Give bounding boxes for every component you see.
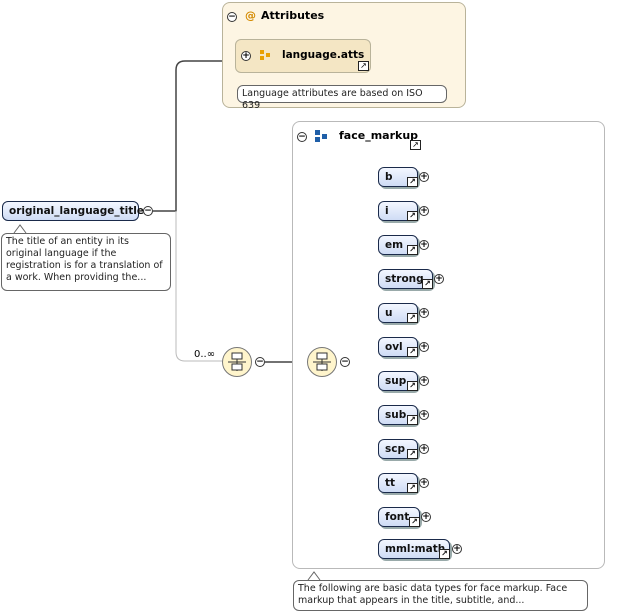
- collapse-icon[interactable]: −: [143, 206, 153, 216]
- expand-icon[interactable]: +: [452, 544, 462, 554]
- child-element-b[interactable]: b↗: [378, 167, 418, 187]
- face-markup-annotation: The following are basic data types for f…: [293, 580, 588, 611]
- collapse-icon[interactable]: −: [297, 132, 307, 142]
- child-element-scp[interactable]: scp↗: [378, 439, 418, 459]
- reference-arrow-icon: ↗: [407, 347, 418, 357]
- sequence-compositor-icon[interactable]: [222, 347, 252, 377]
- expand-icon[interactable]: +: [419, 478, 429, 488]
- child-label: em: [385, 239, 404, 251]
- collapse-icon[interactable]: −: [227, 12, 237, 22]
- reference-arrow-icon: ↗: [407, 211, 418, 221]
- child-element-strong[interactable]: strong↗: [378, 269, 433, 289]
- child-element-mml-math[interactable]: mml:math↗: [378, 539, 450, 559]
- attributes-annotation: Language attributes are based on ISO 639: [237, 85, 447, 111]
- child-label: scp: [385, 443, 405, 455]
- face-markup-title: face_markup: [339, 129, 419, 142]
- child-label: sup: [385, 375, 407, 387]
- reference-arrow-icon: ↗: [407, 381, 418, 391]
- child-label: ovl: [385, 341, 403, 353]
- child-element-sub[interactable]: sub↗: [378, 405, 418, 425]
- child-label: u: [385, 307, 393, 319]
- reference-arrow-icon: ↗: [407, 313, 418, 323]
- root-element[interactable]: original_language_title: [2, 201, 144, 221]
- reference-arrow-icon: ↗: [422, 279, 433, 289]
- expand-icon[interactable]: +: [419, 240, 429, 250]
- collapse-icon[interactable]: −: [340, 357, 350, 367]
- child-element-font[interactable]: font↗: [378, 507, 420, 527]
- child-label: strong: [385, 273, 424, 285]
- child-element-sup[interactable]: sup↗: [378, 371, 418, 391]
- expand-icon[interactable]: +: [419, 308, 429, 318]
- group-icon: [315, 130, 328, 143]
- child-element-ovl[interactable]: ovl ↗: [378, 337, 418, 357]
- expand-icon[interactable]: +: [419, 342, 429, 352]
- expand-icon[interactable]: +: [241, 51, 251, 61]
- expand-icon[interactable]: +: [419, 172, 429, 182]
- child-label: sub: [385, 409, 407, 421]
- reference-arrow-icon: ↗: [407, 415, 418, 425]
- child-element-u[interactable]: u↗: [378, 303, 418, 323]
- reference-arrow-icon: ↗: [407, 449, 418, 459]
- child-label: mml:math: [385, 543, 446, 555]
- reference-arrow-icon: ↗: [407, 177, 418, 187]
- reference-arrow-icon: ↗: [410, 140, 421, 150]
- attributes-group: − @ Attributes + language.atts ↗ Languag…: [222, 2, 466, 111]
- reference-arrow-icon: ↗: [407, 483, 418, 493]
- attribute-icon: @: [245, 9, 256, 22]
- child-label: i: [385, 205, 389, 217]
- reference-arrow-icon: ↗: [358, 61, 369, 71]
- attributes-title: Attributes: [261, 9, 325, 22]
- expand-icon[interactable]: +: [419, 376, 429, 386]
- expand-icon[interactable]: +: [419, 206, 429, 216]
- attribute-group-label: language.atts: [282, 49, 365, 61]
- collapse-icon[interactable]: −: [255, 357, 265, 367]
- child-element-i[interactable]: i↗: [378, 201, 418, 221]
- expand-icon[interactable]: +: [434, 274, 444, 284]
- reference-arrow-icon: ↗: [409, 517, 420, 527]
- expand-icon[interactable]: +: [421, 512, 431, 522]
- expand-icon[interactable]: +: [419, 444, 429, 454]
- child-label: font: [385, 511, 410, 523]
- child-label: tt: [385, 477, 396, 489]
- root-annotation: The title of an entity in its original l…: [1, 233, 171, 291]
- face-markup-group: − face_markup ↗: [292, 121, 605, 569]
- occurrence-label: 0..∞: [194, 349, 216, 360]
- sequence-compositor-icon[interactable]: [307, 347, 337, 377]
- reference-arrow-icon: ↗: [407, 245, 418, 255]
- attribute-group-icon: [260, 50, 271, 61]
- child-element-em[interactable]: em↗: [378, 235, 418, 255]
- expand-icon[interactable]: +: [419, 410, 429, 420]
- reference-arrow-icon: ↗: [439, 549, 450, 559]
- child-element-tt[interactable]: tt ↗: [378, 473, 418, 493]
- child-label: b: [385, 171, 393, 183]
- attribute-group-ref[interactable]: + language.atts ↗: [235, 39, 371, 73]
